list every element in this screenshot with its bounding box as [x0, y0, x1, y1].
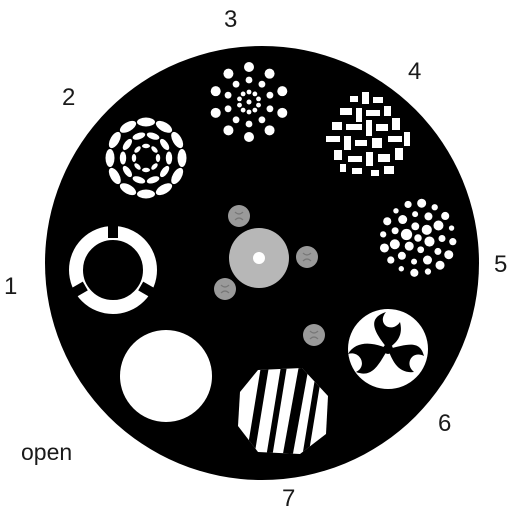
- position-label-6: 6: [438, 412, 451, 436]
- dot-cutout: [398, 215, 407, 224]
- hub-hole: [253, 252, 265, 264]
- screw-icon: [296, 246, 318, 268]
- dot-cutout: [380, 231, 386, 237]
- position-label-4: 4: [408, 60, 421, 84]
- dot-cutout: [441, 212, 449, 220]
- dot-cutout: [237, 97, 242, 102]
- dot-cutout: [225, 105, 232, 112]
- dot-cutout: [434, 248, 441, 255]
- dot-cutout: [247, 100, 252, 105]
- oval-cutout: [156, 154, 160, 162]
- dot-cutout: [411, 222, 419, 230]
- dot-cutout: [244, 62, 254, 72]
- screw-icon: [228, 205, 250, 227]
- dot-cutout: [267, 105, 274, 112]
- dot-cutout: [277, 108, 287, 118]
- dot-cutout: [247, 110, 252, 115]
- dot-cutout: [225, 92, 232, 99]
- oval-cutout: [142, 144, 150, 148]
- dot-cutout: [399, 266, 404, 271]
- oval-cutout: [132, 154, 136, 162]
- dot-cutout: [246, 77, 253, 84]
- dot-cutout: [387, 256, 394, 263]
- oval-cutout: [137, 190, 155, 199]
- dot-cutout: [398, 252, 406, 260]
- dot-cutout: [252, 108, 257, 113]
- dot-cutout: [246, 121, 253, 128]
- dot-cutout: [383, 217, 391, 225]
- open-aperture: [120, 330, 212, 422]
- dot-cutout: [241, 108, 246, 113]
- dot-cutout: [267, 92, 274, 99]
- dot-cutout: [380, 243, 389, 252]
- position-label-3: 3: [224, 8, 237, 32]
- dot-cutout: [237, 103, 242, 108]
- dot-cutout: [422, 225, 432, 235]
- position-label-1: 1: [4, 275, 17, 299]
- dot-cutout: [233, 116, 240, 123]
- dot-cutout: [259, 116, 266, 123]
- dot-cutout: [390, 239, 400, 249]
- dot-cutout: [411, 259, 417, 265]
- dot-cutout: [211, 86, 221, 96]
- dot-cutout: [256, 97, 261, 102]
- dot-cutout: [265, 69, 275, 79]
- screw-icon: [303, 324, 325, 346]
- dot-cutout: [405, 242, 414, 251]
- dot-cutout: [436, 261, 445, 270]
- dot-cutout: [424, 236, 434, 246]
- dot-cutout: [433, 220, 443, 230]
- oval-cutout: [120, 152, 126, 165]
- dot-cutout: [449, 238, 456, 245]
- position-label-5: 5: [494, 253, 507, 277]
- oval-cutout: [166, 152, 172, 165]
- position-label-2: 2: [62, 86, 75, 110]
- dot-cutout: [414, 234, 422, 242]
- dot-cutout: [223, 125, 233, 135]
- dot-cutout: [417, 199, 426, 208]
- oval-cutout: [137, 118, 155, 127]
- dot-cutout: [392, 227, 399, 234]
- dot-cutout: [244, 132, 254, 142]
- position-label-7: 7: [282, 487, 295, 511]
- dot-cutout: [265, 125, 275, 135]
- dot-cutout: [247, 90, 252, 95]
- dot-cutout: [424, 212, 432, 220]
- dot-cutout: [259, 81, 266, 88]
- screw-icon: [214, 278, 236, 300]
- oval-cutout: [142, 168, 150, 172]
- dot-cutout: [252, 92, 257, 97]
- oval-cutout: [106, 149, 115, 167]
- dot-cutout: [425, 268, 431, 274]
- hub: [229, 228, 289, 288]
- open-label: open: [21, 441, 72, 464]
- dot-cutout: [211, 108, 221, 118]
- dot-cutout: [438, 235, 445, 242]
- dot-cutout: [417, 246, 424, 253]
- dot-cutout: [393, 208, 398, 213]
- oval-cutout: [178, 149, 187, 167]
- dot-cutout: [241, 92, 246, 97]
- dot-cutout: [432, 204, 438, 210]
- dot-cutout: [404, 201, 411, 208]
- dot-cutout: [449, 225, 454, 230]
- dot-cutout: [223, 69, 233, 79]
- dot-cutout: [423, 256, 432, 265]
- gobo-6-swirl-flame: [348, 309, 428, 389]
- dot-cutout: [233, 81, 240, 88]
- dot-cutout: [277, 86, 287, 96]
- dot-cutout: [410, 269, 418, 277]
- dot-cutout: [412, 211, 418, 217]
- dot-cutout: [256, 103, 261, 108]
- dot-cutout: [444, 250, 453, 259]
- dot-cutout: [401, 229, 412, 240]
